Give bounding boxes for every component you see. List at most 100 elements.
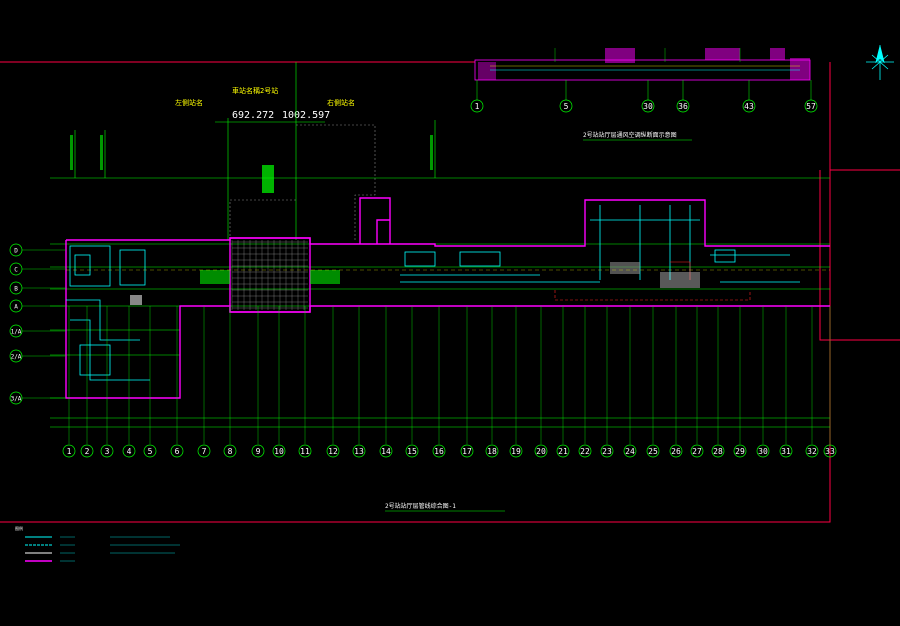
duct-network [66, 205, 800, 381]
column-axis-label: 24 [625, 447, 635, 456]
column-grid-lines [68, 306, 831, 444]
column-axis-bubble [823, 444, 837, 458]
column-axis-bubble [733, 444, 747, 458]
column-axis-bubble [534, 444, 548, 458]
column-axis-bubble [405, 444, 419, 458]
top-profile-axes: 1 5 30 36 43 57 [470, 80, 818, 113]
top-axis-bubble [641, 99, 655, 113]
station-structure [65, 197, 830, 399]
column-axis-label: 2 [85, 447, 90, 456]
column-axis-label: 18 [487, 447, 497, 456]
column-axis-bubble [272, 444, 286, 458]
chainage-markers [74, 62, 436, 240]
column-axis-label: 19 [511, 447, 521, 456]
column-axis-label: 5 [148, 447, 153, 456]
column-axis-label: 10 [274, 447, 284, 456]
column-axis-bubble [432, 444, 446, 458]
column-axis-bubble [62, 444, 76, 458]
column-axis-label: 30 [758, 447, 768, 456]
column-axis-bubble [143, 444, 157, 458]
column-axis-bubble [352, 444, 366, 458]
column-axis-bubble [623, 444, 637, 458]
row-axis-label: 1/A [11, 329, 22, 336]
column-axis-bubble [805, 444, 819, 458]
svg-text:692.272: 692.272 [232, 110, 274, 121]
column-axis-bubble [100, 444, 114, 458]
chainage-marker-labels [70, 135, 433, 193]
row-axis-label: D [14, 248, 18, 255]
column-axis-label: 8 [228, 447, 233, 456]
column-axis-label: 9 [256, 447, 261, 456]
top-axis-label: 36 [678, 102, 688, 111]
column-axis-bubble [711, 444, 725, 458]
top-axis-bubble [470, 99, 484, 113]
entrance-outline [229, 124, 376, 240]
column-axis-label: 17 [462, 447, 472, 456]
svg-text:1002.597: 1002.597 [282, 110, 330, 121]
top-axis-bubble [804, 99, 818, 113]
service-lines [66, 261, 830, 301]
row-axis-label: B [14, 286, 18, 293]
column-axis-label: 26 [671, 447, 681, 456]
column-axis-label: 22 [580, 447, 590, 456]
column-axis-label: 6 [175, 447, 180, 456]
column-axis-bubble [122, 444, 136, 458]
top-axis-label: 30 [643, 102, 653, 111]
column-axis-label: 4 [127, 447, 132, 456]
column-axis-label: 13 [354, 447, 364, 456]
drawing-frame [0, 61, 900, 523]
column-axis-bubble [326, 444, 340, 458]
column-axis-bubble [298, 444, 312, 458]
equipment-blocks [130, 262, 700, 305]
concourse-grid [231, 240, 308, 310]
top-axis-bubble [559, 99, 573, 113]
column-axis-label: 21 [558, 447, 568, 456]
svg-text:右側站名: 右側站名 [327, 98, 355, 107]
column-axis-label: 14 [381, 447, 391, 456]
top-axis-label: 1 [475, 102, 480, 111]
column-axis-label: 33 [825, 447, 835, 456]
column-axis-label: 20 [536, 447, 546, 456]
top-axis-label: 5 [564, 102, 569, 111]
column-axis-bubble [600, 444, 614, 458]
top-axis-label: 57 [806, 102, 816, 111]
column-axis-bubble [460, 444, 474, 458]
svg-text:图例: 图例 [15, 525, 23, 531]
north-arrow-icon [866, 45, 894, 80]
column-axis-label: 15 [407, 447, 417, 456]
top-axis-label: 43 [744, 102, 754, 111]
column-axis-bubble [669, 444, 683, 458]
svg-text:車站名稱2号站: 車站名稱2号站 [232, 86, 278, 95]
top-axis-bubble [676, 99, 690, 113]
column-axis-bubble [756, 444, 770, 458]
column-axis-bubble [379, 444, 393, 458]
column-axis-bubble [80, 444, 94, 458]
station-header: 車站名稱2号站 左側站名 右側站名 692.272 1002.597 [175, 86, 355, 123]
column-axis-label: 3 [105, 447, 110, 456]
profile-title: 2号站站厅层通风空调纵断面示意图 [583, 131, 692, 141]
column-axis-bubble [646, 444, 660, 458]
svg-text:2号站站厅层通风空调纵断面示意图: 2号站站厅层通风空调纵断面示意图 [583, 131, 677, 139]
column-axis-label: 25 [648, 447, 658, 456]
column-axis-bubble [197, 444, 211, 458]
svg-text:左側站名: 左側站名 [175, 98, 203, 107]
column-axis-bubble [485, 444, 499, 458]
column-axis-bubble [690, 444, 704, 458]
svg-text:2号站站厅层管线综合图-1: 2号站站厅层管线综合图-1 [385, 502, 456, 510]
row-axis-label: 2/A [11, 354, 22, 361]
column-axis-label: 11 [300, 447, 310, 456]
column-axis-label: 32 [807, 447, 817, 456]
column-axis-bubble [251, 444, 265, 458]
reference-lines [50, 177, 830, 428]
column-axis-label: 16 [434, 447, 444, 456]
column-axis-bubble [779, 444, 793, 458]
column-axis-label: 7 [202, 447, 207, 456]
row-axis-label: C [14, 267, 18, 274]
column-axis-label: 31 [781, 447, 791, 456]
row-axis-label: 3/A [11, 396, 22, 403]
column-axis-bubble [578, 444, 592, 458]
column-axis-bubble [556, 444, 570, 458]
